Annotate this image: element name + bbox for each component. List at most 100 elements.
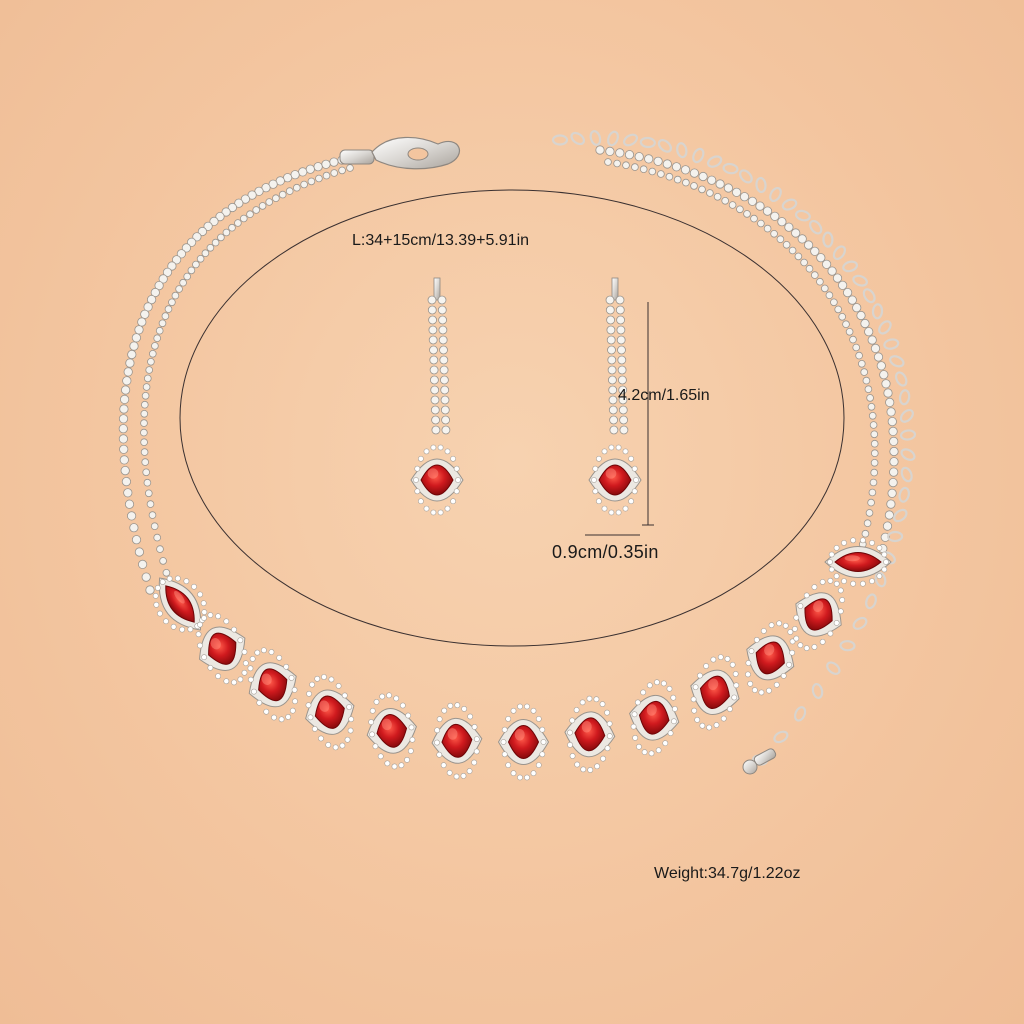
rhinestone: [870, 430, 879, 439]
rhinestone: [866, 394, 874, 402]
rhinestone: [131, 535, 142, 545]
rhinestone: [821, 259, 832, 269]
rhinestone: [810, 246, 820, 256]
rhinestone: [127, 511, 137, 521]
chain-link: [794, 209, 811, 222]
rhinestone: [222, 228, 231, 237]
rhinestone: [607, 355, 617, 365]
rhinestone: [755, 201, 765, 211]
rhinestone: [158, 274, 168, 284]
rhinestone: [167, 261, 177, 271]
rhinestone: [429, 355, 439, 365]
rhinestone: [129, 523, 139, 533]
rhinestone: [825, 291, 834, 300]
earring-width-label: 0.9cm/0.35in: [552, 542, 659, 562]
rhinestone: [121, 385, 131, 395]
rhinestone: [141, 458, 150, 466]
rhinestone: [631, 163, 639, 171]
rhinestone: [608, 395, 618, 405]
rhinestone: [321, 159, 331, 169]
marquise-gem: [152, 575, 208, 633]
chain-link: [706, 155, 723, 168]
rhinestone: [221, 207, 231, 217]
rhinestone: [617, 365, 627, 375]
rhinestone: [736, 205, 744, 214]
rhinestone: [171, 291, 180, 300]
rhinestone: [137, 317, 147, 327]
rhinestone: [183, 272, 192, 281]
rhinestone: [338, 166, 346, 175]
rhinestone: [671, 162, 682, 172]
rhinestone: [427, 295, 437, 305]
rhinestone: [141, 572, 151, 582]
rhinestone: [862, 376, 871, 385]
marquise-gem: [824, 537, 892, 587]
rhinestone: [886, 407, 896, 417]
rhinestone: [715, 179, 725, 189]
rhinestone: [439, 365, 449, 375]
marquise-gem: [366, 692, 417, 770]
chain-link: [900, 448, 916, 461]
rhinestone: [805, 264, 814, 273]
rhinestone: [140, 438, 148, 447]
rhinestone: [134, 325, 144, 335]
rhinestone: [149, 349, 157, 358]
rhinestone: [140, 409, 149, 418]
rhinestone: [154, 280, 164, 291]
rhinestone: [830, 298, 838, 307]
rhinestone: [605, 295, 615, 305]
rhinestone: [861, 529, 870, 538]
rhinestone: [330, 169, 339, 177]
chain-link: [865, 593, 877, 610]
rhinestone: [888, 426, 898, 436]
chain-link: [781, 198, 798, 211]
rhinestone: [141, 400, 149, 409]
rhinestone: [889, 467, 899, 477]
rhinestone: [800, 258, 808, 267]
rhinestone: [869, 421, 878, 429]
rhinestone: [134, 547, 144, 557]
rhinestone: [429, 375, 439, 385]
chain-link: [811, 683, 824, 699]
chain-link: [887, 530, 904, 543]
chain-link: [739, 169, 753, 184]
rhinestone: [653, 156, 663, 166]
rhinestone: [847, 295, 857, 305]
rhinestone: [162, 568, 171, 577]
rhinestone: [639, 165, 648, 174]
rhinestone: [837, 280, 848, 290]
rhinestone: [156, 545, 164, 553]
rhinestone: [346, 164, 354, 172]
rhinestone: [119, 444, 129, 454]
rhinestone: [153, 334, 162, 343]
rhinestone: [665, 172, 674, 181]
rhinestone: [873, 352, 884, 362]
rhinestone: [782, 241, 791, 249]
rhinestone: [816, 277, 824, 286]
rhinestone: [247, 190, 257, 200]
rhinestone: [150, 522, 159, 530]
rhinestone: [618, 395, 628, 405]
rhinestone: [797, 234, 807, 244]
rhinestone: [147, 357, 155, 366]
chain-link: [862, 288, 876, 304]
rhinestone: [192, 232, 202, 242]
rhinestone: [885, 397, 895, 407]
rhinestone: [155, 326, 164, 335]
rhinestone: [863, 519, 872, 527]
rhinestone: [889, 457, 899, 467]
rhinestone: [884, 510, 895, 520]
rhinestone: [118, 424, 128, 434]
rhinestone: [172, 255, 182, 265]
lobster-clasp: [339, 136, 460, 170]
rhinestone: [604, 158, 612, 166]
rhinestone: [298, 167, 308, 177]
rhinestone: [606, 325, 616, 335]
rhinestone: [272, 194, 280, 203]
rhinestone: [215, 212, 225, 222]
extender-chain: [551, 130, 917, 766]
rhinestone: [607, 345, 616, 355]
rhinestone: [634, 152, 644, 162]
rhinestone: [142, 468, 151, 477]
